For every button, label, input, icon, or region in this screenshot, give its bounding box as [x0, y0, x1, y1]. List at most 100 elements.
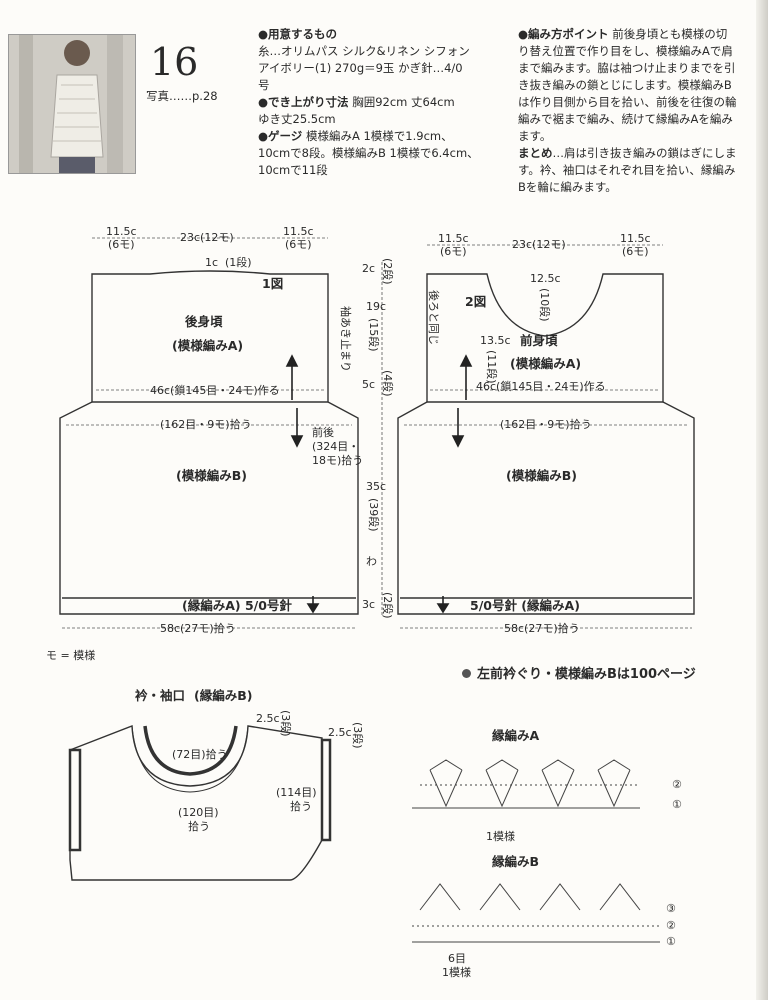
points-line: まで編みます。脇は袖つけ止まりまでを引 — [518, 61, 736, 75]
sleeve-edge-height: 2.5c — [328, 726, 352, 739]
chart-a-repeat: 1模様 — [486, 829, 515, 843]
finish-line: …肩は引き抜き編みの鎖はぎにしま — [552, 146, 737, 160]
back-pickup: (162目・9モ)拾う — [160, 417, 252, 431]
front-border: 5/0号針 (縁編みA) — [470, 598, 580, 613]
front-side-rows: (11段) — [485, 350, 499, 384]
pattern-number: 16 — [150, 40, 199, 84]
mid-h3-rows: (4段) — [381, 370, 395, 397]
mid-h5-rows: (2段) — [381, 592, 395, 619]
gauge-heading: ●ゲージ — [258, 129, 303, 143]
collar-front-pick: 拾う — [188, 819, 210, 833]
back-bottom-width: 58c(27モ)拾う — [160, 621, 236, 635]
back-width-left: 11.5c — [106, 225, 137, 238]
round-sts2: 18モ)拾う — [312, 453, 363, 467]
collar-subtitle: (縁編みB) — [194, 688, 252, 703]
instructions-block: ●編み方ポイント 前後身頃とも模様の切 り替え位置で作り目をし、模様編みAで肩 … — [518, 26, 748, 196]
collar-title: 衿・袖口 — [135, 688, 185, 703]
front-width-right: 11.5c — [620, 232, 651, 245]
round-label: 前後 — [312, 425, 334, 439]
page-binding-edge — [756, 0, 768, 1000]
back-subtitle: (模様編みA) — [172, 338, 243, 353]
front-subtitle: (模様編みA) — [510, 356, 581, 371]
points-heading: ●編み方ポイント — [518, 27, 609, 41]
sleeve-sts: (114目) — [276, 786, 317, 799]
front-title: 前身頃 — [520, 333, 558, 348]
front-bottom-width: 58c(27モ)拾う — [504, 621, 580, 635]
model-photo — [8, 34, 136, 174]
photo-reference: 写真……p.28 — [146, 89, 218, 103]
points-line: ます。 — [518, 129, 552, 143]
front-figure-label: 2図 — [465, 294, 486, 309]
back-width-left-sts: (6モ) — [108, 238, 135, 251]
points-line: り替え位置で作り目をし、模様編みAで肩 — [518, 44, 733, 58]
materials-heading: ●用意するもの — [258, 27, 338, 41]
size-line: 胸囲92cm 丈64cm — [352, 95, 455, 109]
materials-line: 糸…オリムパス シルク&リネン シフォン — [258, 44, 470, 58]
chart-b-row1: ① — [666, 935, 676, 948]
chart-a-row1: ① — [672, 798, 682, 811]
chart-b-sts: 6目 — [448, 952, 466, 965]
back-neck-drop: 1c — [205, 256, 218, 269]
mid-h2: 19c — [366, 300, 386, 313]
finish-line: Bを輪に編みます。 — [518, 180, 617, 194]
front-width-right-sts: (6モ) — [622, 245, 649, 258]
back-width-right: 11.5c — [283, 225, 314, 238]
mid-h1: 2c — [362, 262, 375, 275]
round-sts: (324目・ — [312, 440, 359, 453]
front-width-left: 11.5c — [438, 232, 469, 245]
page-reference: 左前衿ぐり・模様編みBは100ページ — [462, 663, 696, 682]
front-chain: 46c(鎖145目・24モ)作る — [476, 379, 606, 393]
sleeve-edge-rows: (3段) — [351, 722, 365, 749]
size-heading: ●でき上がり寸法 — [258, 95, 349, 109]
chart-b-row2: ② — [666, 919, 676, 932]
front-side-height: 13.5c — [480, 334, 511, 347]
gauge-line: 10cmで8段。模様編みB 1模様で6.4cm、 — [258, 146, 479, 160]
mid-wa: わ — [366, 555, 377, 568]
back-chain: 46c(鎖145目・24モ)作る — [150, 383, 280, 397]
legend-note: モ = 模様 — [46, 649, 96, 662]
mid-h1-rows: (2段) — [381, 258, 395, 285]
mid-h4: 35c — [366, 480, 386, 493]
collar-front-sts: (120目) — [178, 806, 219, 819]
front-pickup: (162目・9モ)拾う — [500, 417, 592, 431]
points-line: き抜き編みの鎖とじにします。模様編みB — [518, 78, 732, 92]
gauge-line: 模様編みA 1模様で1.9cm、 — [305, 129, 453, 143]
materials-line: 号 — [258, 78, 270, 92]
chart-b-repeat: 1模様 — [442, 965, 471, 979]
page-reference-text: 左前衿ぐり・模様編みBは100ページ — [477, 667, 696, 682]
collar-edge-rows: (3段) — [279, 710, 293, 737]
points-line: 編みで裾まで編み、続けて縁編みAを編み — [518, 112, 733, 126]
front-neck-depth: 12.5c — [530, 272, 561, 285]
back-width-mid: 23c(12モ) — [180, 231, 234, 244]
front-neck-depth-rows: (10段) — [538, 288, 552, 322]
chart-b-row3: ③ — [666, 902, 676, 915]
mid-h4-rows: (39段) — [367, 498, 381, 532]
chart-a-title: 縁編みA — [492, 728, 540, 743]
chart-a-row2: ② — [672, 778, 682, 791]
materials-line: アイボリー(1) 270g＝9玉 かぎ針…4/0 — [258, 61, 463, 75]
back-border: (縁編みA) 5/0号針 — [182, 598, 292, 613]
back-title: 後身頃 — [185, 314, 223, 329]
back-figure-label: 1図 — [262, 276, 283, 291]
front-width-left-sts: (6モ) — [440, 245, 467, 258]
mid-h5: 3c — [362, 598, 375, 611]
back-width-right-sts: (6モ) — [285, 238, 312, 251]
front-width-mid: 23c(12モ) — [512, 238, 566, 251]
gauge-line: 10cmで11段 — [258, 163, 328, 177]
collar-back-sts: (72目)拾う — [172, 747, 228, 761]
bullet-icon — [462, 669, 471, 678]
finish-heading: まとめ — [518, 146, 553, 160]
chart-b-symbols — [412, 883, 660, 943]
front-same-as-back: 後ろと同じ — [427, 290, 441, 345]
chart-a-symbols — [412, 759, 640, 809]
mid-h2-rows: (15段) — [367, 318, 381, 352]
materials-block: ●用意するもの 糸…オリムパス シルク&リネン シフォン アイボリー(1) 27… — [258, 26, 496, 179]
collar-edge-height: 2.5c — [256, 712, 280, 725]
points-line: は作り目側から目を拾い、前後を往復の輪 — [518, 95, 737, 109]
points-line: 前後身頃とも模様の切 — [612, 27, 728, 41]
size-line: ゆき丈25.5cm — [258, 112, 336, 126]
back-body-label: (模様編みB) — [176, 468, 247, 483]
back-neck-rows: (1段) — [225, 255, 252, 269]
armhole-note: 袖あき止まり — [339, 306, 353, 372]
